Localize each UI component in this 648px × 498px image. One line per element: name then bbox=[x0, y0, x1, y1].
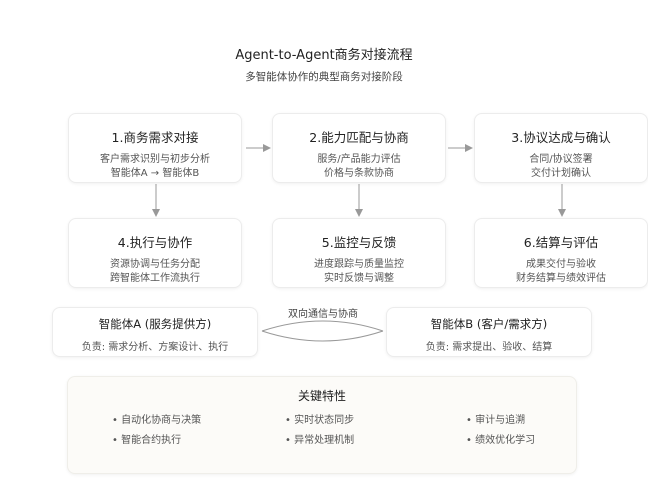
diagram-subtitle: 多智能体协作的典型商务对接阶段 bbox=[245, 71, 403, 83]
agent-b-duty: 负责: 需求提出、验收、结算 bbox=[425, 342, 553, 353]
step-1-box: 1.商务需求对接 客户需求识别与初步分析 智能体A → 智能体B bbox=[68, 113, 242, 183]
agent-link-label: 双向通信与协商 bbox=[288, 309, 358, 320]
step-2-desc-1: 服务/产品能力评估 bbox=[317, 154, 401, 165]
step-5-title: 5.监控与反馈 bbox=[321, 235, 397, 250]
step-4-title: 4.执行与协作 bbox=[117, 235, 193, 250]
step-6-desc-2: 财务结算与绩效评估 bbox=[516, 273, 606, 284]
feature-item: • 智能合约执行 bbox=[112, 435, 182, 446]
step-2-box: 2.能力匹配与协商 服务/产品能力评估 价格与条款协商 bbox=[272, 113, 446, 183]
key-features-panel: 关键特性 • 自动化协商与决策 • 实时状态同步 • 审计与追溯 • 智能合约执… bbox=[67, 376, 577, 474]
step-4-desc-2: 跨智能体工作流执行 bbox=[110, 273, 200, 284]
step-3-desc-1: 合同/协议签署 bbox=[529, 154, 593, 165]
step-5-desc-2: 实时反馈与调整 bbox=[324, 273, 394, 284]
agent-a-name: 智能体A (服务提供方) bbox=[98, 317, 212, 331]
step-3-desc-2: 交付计划确认 bbox=[531, 168, 591, 179]
step-4-desc-1: 资源协调与任务分配 bbox=[110, 259, 200, 270]
feature-item: • 绩效优化学习 bbox=[466, 435, 536, 446]
agent-link-top-arc bbox=[261, 320, 384, 332]
step-2-title: 2.能力匹配与协商 bbox=[309, 130, 409, 145]
step-3-box: 3.协议达成与确认 合同/协议签署 交付计划确认 bbox=[474, 113, 648, 183]
agent-link-bottom-arc bbox=[261, 330, 384, 342]
agent-b-name: 智能体B (客户/需求方) bbox=[430, 317, 548, 331]
step-1-desc-1: 客户需求识别与初步分析 bbox=[100, 154, 210, 165]
step-5-box: 5.监控与反馈 进度跟踪与质量监控 实时反馈与调整 bbox=[272, 218, 446, 288]
step-6-desc-1: 成果交付与验收 bbox=[526, 259, 596, 270]
step-2-desc-2: 价格与条款协商 bbox=[324, 168, 394, 179]
step-6-box: 6.结算与评估 成果交付与验收 财务结算与绩效评估 bbox=[474, 218, 648, 288]
step-5-desc-1: 进度跟踪与质量监控 bbox=[314, 259, 404, 270]
step-1-title: 1.商务需求对接 bbox=[111, 130, 199, 145]
key-features-title: 关键特性 bbox=[297, 389, 346, 403]
diagram-title: Agent-to-Agent商务对接流程 bbox=[235, 48, 413, 63]
feature-item: • 审计与追溯 bbox=[466, 415, 526, 426]
feature-item: • 自动化协商与决策 bbox=[112, 415, 202, 426]
feature-item: • 实时状态同步 bbox=[285, 415, 355, 426]
agent-a-duty: 负责: 需求分析、方案设计、执行 bbox=[81, 342, 229, 353]
feature-item: • 异常处理机制 bbox=[285, 435, 355, 446]
step-3-title: 3.协议达成与确认 bbox=[511, 130, 611, 145]
agent-a-box: 智能体A (服务提供方) 负责: 需求分析、方案设计、执行 bbox=[52, 307, 258, 357]
agent-b-box: 智能体B (客户/需求方) 负责: 需求提出、验收、结算 bbox=[386, 307, 592, 357]
step-6-title: 6.结算与评估 bbox=[523, 235, 599, 250]
step-4-box: 4.执行与协作 资源协调与任务分配 跨智能体工作流执行 bbox=[68, 218, 242, 288]
step-1-desc-2: 智能体A → 智能体B bbox=[110, 168, 200, 179]
